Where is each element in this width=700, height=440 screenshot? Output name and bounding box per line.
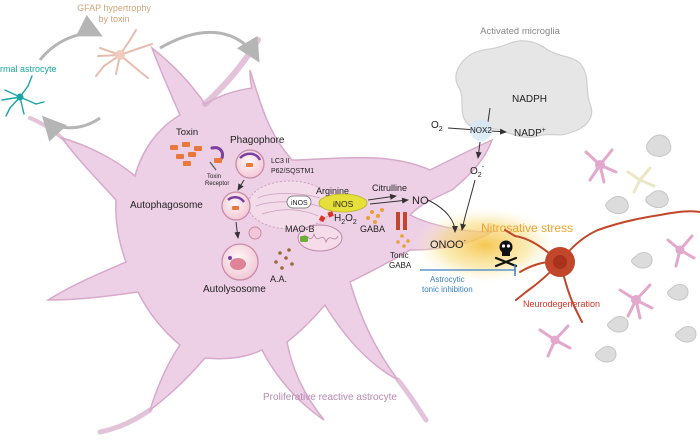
mitochondrion: [297, 224, 343, 252]
proliferative-label: Proliferative reactive astrocyte: [263, 392, 397, 403]
onoo-label: ONOO-: [430, 238, 467, 251]
inos-small-label: iNOS: [291, 200, 308, 207]
toxin-label: Toxin: [176, 127, 198, 138]
p62-label: P62/SQSTM1: [271, 168, 314, 175]
tonic-inhibition-label-2: tonic inhibition: [422, 285, 473, 294]
normal-astrocyte: [1, 75, 45, 117]
activated-microglia: [455, 40, 593, 138]
toxin-particles: [170, 142, 202, 166]
inos-label: iNOS: [333, 199, 354, 209]
aa-label: A.A.: [270, 274, 287, 284]
phagophore-vesicle: [235, 149, 265, 179]
autophagosome-label: Autophagosome: [130, 200, 203, 211]
toxin-receptor-icon: [209, 146, 224, 171]
no-to-onoo-arrow: [427, 199, 458, 233]
tonic-gaba-label-1: Tonic: [390, 251, 409, 260]
cycle-arrow-right: [159, 30, 260, 63]
inos-enzyme-small: [286, 195, 312, 209]
citrulline-label: Citrulline: [372, 183, 407, 193]
skull-icon: [494, 240, 518, 268]
cycle-arrow-bottom: [41, 115, 101, 142]
nox2-to-superoxide-arrow: [475, 141, 482, 159]
gaba-label: GABA: [360, 224, 385, 234]
astrocyte-body: [45, 45, 495, 421]
h2o2-dot-1: [318, 215, 326, 223]
cycle-arrow-top: [38, 14, 103, 61]
tonic-inhibition-label-1: Astrocytic: [430, 275, 465, 284]
nadph-arrow: [487, 107, 491, 123]
superoxide-to-onoo-arrow: [460, 179, 476, 231]
nadp-label: NADP+: [514, 127, 546, 139]
nox2-halo: [470, 119, 492, 141]
toxin-receptor-label-1: Toxin: [207, 174, 221, 180]
tonic-gaba-dots: [396, 234, 410, 248]
mao-b-label: MAO-B: [285, 224, 315, 234]
activated-microglia-cluster: [626, 166, 656, 194]
nadph-label: NADPH: [512, 94, 547, 105]
normal-astrocyte-label: rmal astrocyte: [0, 64, 57, 74]
small-astrocytes: [538, 148, 696, 358]
phagophore-label: Phagophore: [230, 135, 285, 146]
grey-microglia-cells: [595, 134, 697, 363]
h2o2-dot-2: [327, 211, 334, 218]
gfap-astrocyte: [95, 29, 153, 79]
autophagosome-to-autolysosome-arrow: [234, 221, 241, 239]
nitrosative-glow: [413, 207, 557, 283]
activated-microglia-label: Activated microglia: [480, 26, 560, 37]
lysosome: [248, 226, 262, 240]
amino-acid-dots: [274, 248, 294, 270]
gfap-label-1: GFAP hypertrophy: [77, 3, 151, 13]
nitrosative-stress-label: Nitrosative stress: [481, 221, 573, 235]
inos-to-no-arrow: [369, 197, 409, 205]
autophagosome-vesicle: [221, 191, 251, 221]
inos-oval: [318, 193, 368, 213]
h2o2-label: H2O2: [334, 213, 357, 226]
tonic-gaba-label-2: GABA: [389, 261, 412, 270]
gfap-label-2: by toxin: [98, 14, 129, 24]
neuron: [504, 210, 700, 323]
neurodegeneration-label: Neurodegeneration: [523, 299, 600, 309]
arginine-label: Arginine: [316, 186, 349, 196]
autolysosome-vesicle: [221, 243, 259, 281]
superoxide-label: O2-: [470, 164, 485, 179]
mao-b-marker: [300, 236, 308, 242]
lc3-label: LC3 II: [271, 158, 290, 165]
autolysosome-label: Autolysosome: [203, 284, 266, 295]
no-label: NO: [412, 195, 429, 207]
gaba-dots: [366, 208, 384, 224]
toxin-receptor-label-2: Receptor: [205, 181, 229, 187]
arginine-to-citrulline-arrow: [367, 193, 397, 201]
o2-label: O2: [431, 120, 443, 133]
nox2-label: NOX2: [470, 126, 492, 135]
gaba-channel: [396, 212, 407, 230]
small-astrocyte-bodies: [550, 160, 685, 345]
phagophore-to-autophagosome-arrow: [237, 179, 245, 191]
